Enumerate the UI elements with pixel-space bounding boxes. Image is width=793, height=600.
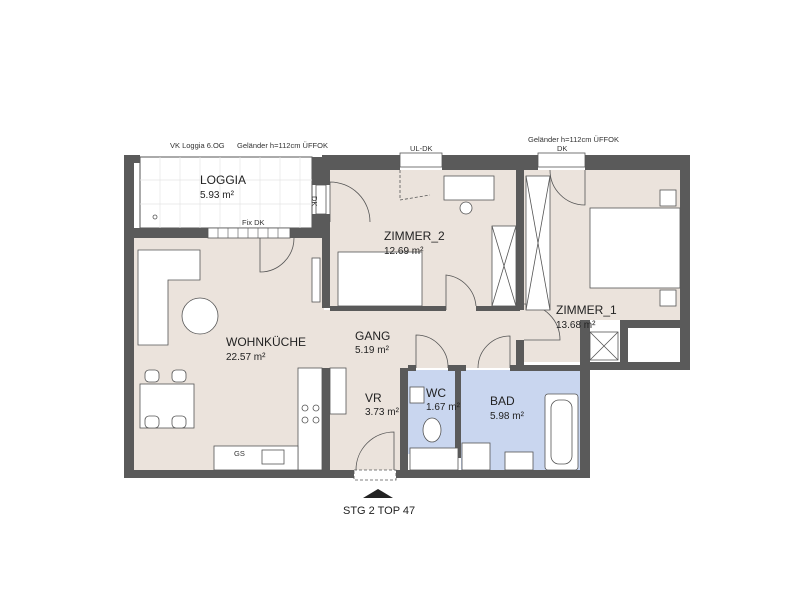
drain-icon — [152, 214, 158, 220]
room-area-vr: 3.73 m² — [365, 407, 400, 418]
room-name-wc: WC — [426, 386, 446, 400]
floor-gang — [322, 310, 524, 368]
bed-zimmer-2 — [337, 251, 423, 307]
room-name-gang: GANG — [355, 329, 390, 343]
railing-note-right: Geländer h=112cm ÜFFOK — [528, 135, 619, 144]
entrance-arrow-icon — [363, 489, 393, 498]
fix-dk-label: Fix DK — [242, 218, 265, 227]
room-name-vr: VR — [365, 391, 382, 405]
window-dk-label: DK — [557, 144, 567, 153]
wc-basin — [409, 386, 425, 404]
washing-machine — [461, 442, 491, 471]
loggia-level-note: VK Loggia 6.OG — [170, 141, 225, 150]
desk — [443, 175, 495, 201]
room-area-loggia: 5.93 m² — [200, 190, 235, 201]
toilet — [422, 417, 442, 443]
gas-label: GS — [234, 449, 245, 458]
room-area-zimmer-1: 13.68 m² — [556, 320, 596, 331]
window-ul-dk-label: UL-DK — [410, 144, 433, 153]
room-name-zimmer-1: ZIMMER_1 — [556, 303, 617, 317]
room-area-bad: 5.98 m² — [490, 411, 525, 422]
room-area-wohnkueche: 22.57 m² — [226, 352, 266, 363]
sofa — [137, 249, 201, 346]
windows — [207, 152, 586, 481]
floor-zimmer-1-lower — [524, 320, 588, 362]
room-area-wc: 1.67 m² — [426, 402, 461, 413]
furniture — [137, 175, 681, 471]
room-area-gang: 5.19 m² — [355, 345, 390, 356]
room-area-zimmer-2: 12.69 m² — [384, 246, 424, 257]
room-name-wohnkueche: WOHNKÜCHE — [226, 335, 306, 349]
walls — [124, 155, 690, 478]
loggia-dk-label: DK — [310, 196, 319, 206]
door-swings — [259, 169, 586, 471]
room-name-loggia: LOGGIA — [200, 173, 246, 187]
railing-note-left: Geländer h=112cm ÜFFOK — [237, 141, 328, 150]
entrance-label: STG 2 TOP 47 — [343, 505, 415, 517]
loggia — [139, 156, 313, 229]
bed-zimmer-1 — [589, 207, 681, 289]
round-table — [181, 297, 219, 335]
room-name-zimmer-2: ZIMMER_2 — [384, 229, 445, 243]
room-name-bad: BAD — [490, 394, 515, 408]
washbasin — [504, 451, 534, 471]
